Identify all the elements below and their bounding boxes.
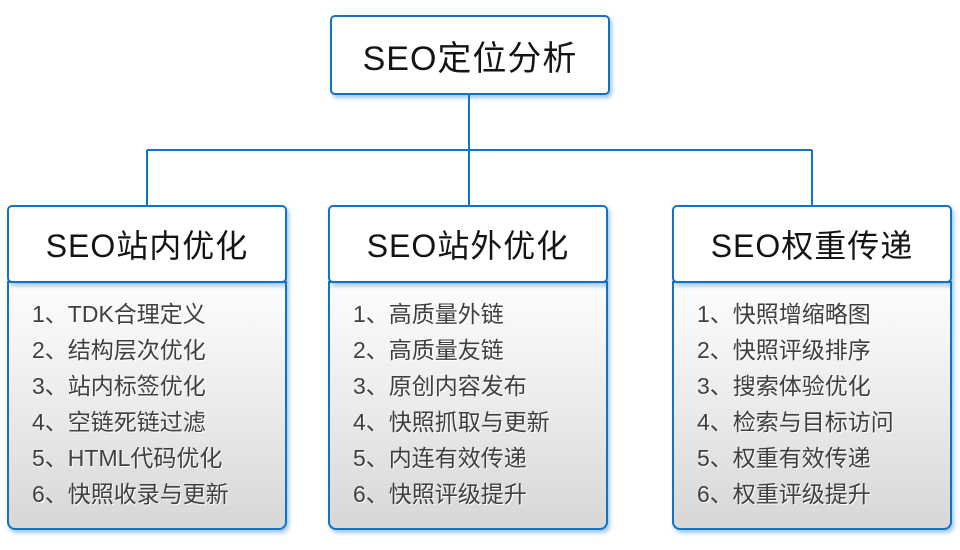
branch-offsite-optimization: SEO站外优化 1、高质量外链 2、高质量友链 3、原创内容发布 4、快照抓取与… [328,205,608,530]
root-title: SEO定位分析 [362,39,578,78]
list-item: 3、原创内容发布 [353,373,527,399]
branch-weight-title: SEO权重传递 [710,228,914,264]
branch-onsite-header: SEO站内优化 [7,205,287,283]
list-item: 1、TDK合理定义 [32,301,206,327]
list-item: 5、权重有效传递 [697,445,871,471]
list-item: 3、搜索体验优化 [697,373,871,399]
branch-weight-transfer: SEO权重传递 1、快照增缩略图 2、快照评级排序 3、搜索体验优化 4、检索与… [672,205,952,530]
branch-onsite-list: 1、TDK合理定义 2、结构层次优化 3、站内标签优化 4、空链死链过滤 5、H… [7,281,287,530]
list-item: 4、检索与目标访问 [697,409,894,435]
list-item: 2、高质量友链 [353,337,504,363]
list-item: 2、结构层次优化 [32,337,206,363]
list-item: 3、站内标签优化 [32,373,206,399]
list-item: 5、HTML代码优化 [32,445,223,471]
branch-offsite-header: SEO站外优化 [328,205,608,283]
list-item: 1、高质量外链 [353,301,504,327]
list-item: 6、快照收录与更新 [32,481,229,507]
branch-offsite-list: 1、高质量外链 2、高质量友链 3、原创内容发布 4、快照抓取与更新 5、内连有… [328,281,608,530]
list-item: 4、快照抓取与更新 [353,409,550,435]
list-item: 5、内连有效传递 [353,445,527,471]
branch-weight-header: SEO权重传递 [672,205,952,283]
list-item: 6、快照评级提升 [353,481,527,507]
root-node: SEO定位分析 [330,15,610,95]
list-item: 1、快照增缩略图 [697,301,871,327]
list-item: 2、快照评级排序 [697,337,871,363]
branch-onsite-title: SEO站内优化 [45,228,249,264]
list-item: 6、权重评级提升 [697,481,871,507]
branch-onsite-optimization: SEO站内优化 1、TDK合理定义 2、结构层次优化 3、站内标签优化 4、空链… [7,205,287,530]
branch-weight-list: 1、快照增缩略图 2、快照评级排序 3、搜索体验优化 4、检索与目标访问 5、权… [672,281,952,530]
branch-offsite-title: SEO站外优化 [366,228,570,264]
list-item: 4、空链死链过滤 [32,409,206,435]
